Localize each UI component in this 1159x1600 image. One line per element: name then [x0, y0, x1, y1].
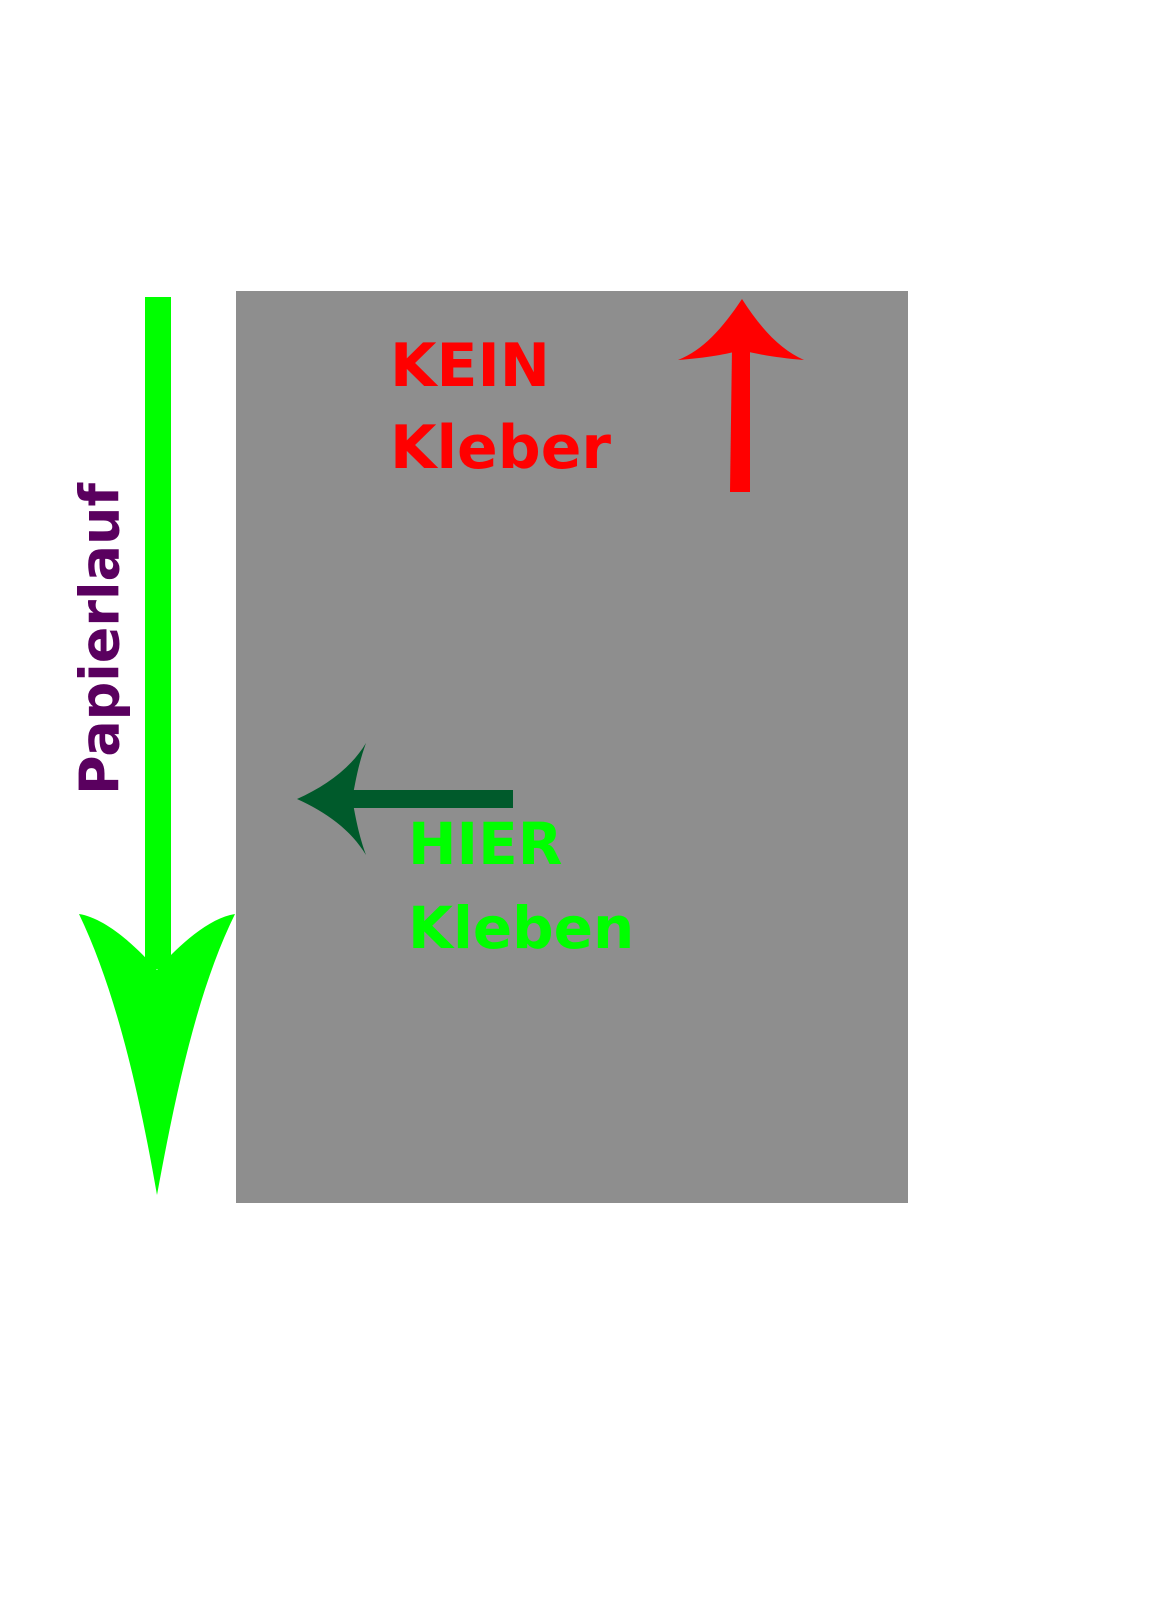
paper-sheet	[236, 291, 908, 1203]
glue-here-label-line2: Kleben	[408, 894, 635, 962]
no-glue-arrow-shaft	[730, 348, 750, 492]
arrow-up-icon	[678, 299, 804, 492]
no-glue-label: KEIN Kleber	[390, 336, 611, 478]
glue-here-label: HIER Kleben	[408, 815, 634, 957]
no-glue-label-line1: KEIN	[390, 331, 551, 401]
paper-direction-arrow-shaft	[145, 297, 171, 969]
glue-here-arrow-shaft	[350, 790, 513, 808]
no-glue-label-line2: Kleber	[390, 413, 611, 483]
paper-direction-label: Papierlauf	[68, 483, 132, 795]
glue-here-label-line1: HIER	[408, 810, 563, 878]
paper-direction-arrow-head	[79, 914, 235, 1195]
arrow-left-icon	[297, 743, 513, 855]
no-glue-arrow-head	[678, 299, 804, 360]
glue-here-arrow-head	[297, 743, 366, 855]
arrow-down-icon	[79, 297, 235, 1195]
